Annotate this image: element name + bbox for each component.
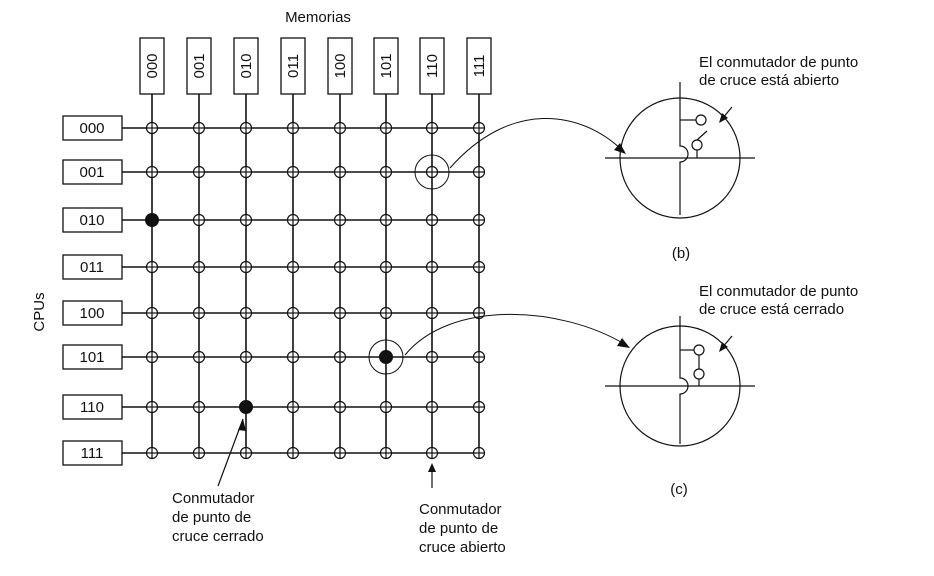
cpu-box-0	[62, 115, 123, 141]
memory-label-7: 111	[471, 55, 488, 78]
crosspoint-switches	[145, 121, 486, 460]
connector-arc-c	[404, 313, 627, 356]
closed-switch	[239, 400, 253, 414]
detail-b-tag: (b)	[672, 245, 690, 262]
detail-b-switch-blade	[696, 130, 708, 141]
detail-c-caption-2: de cruce está cerrado	[699, 301, 844, 318]
annotation-closed-switch: Conmutador de punto de cruce cerrado	[172, 418, 264, 545]
cpu-label-0: 000	[79, 120, 104, 137]
cpu-boxes: 000 001 010 011 100 101 110 111	[62, 115, 123, 466]
annotation-open-line-1: Conmutador	[419, 501, 502, 518]
memory-label-4: 100	[332, 53, 349, 78]
memories-title: Memorias	[285, 9, 351, 26]
memory-label-2: 010	[238, 53, 255, 78]
annotation-open-switch: Conmutador de punto de cruce abierto	[419, 463, 506, 556]
detail-b-caption-pointer-head	[719, 113, 728, 123]
closed-switch	[379, 350, 393, 364]
detail-b-vertical-line	[679, 82, 689, 215]
cpu-label-4: 100	[79, 305, 104, 322]
highlight-ring-open	[414, 154, 450, 190]
memory-box-7	[466, 37, 492, 95]
memory-label-6: 110	[424, 54, 441, 78]
highlight-ring-closed	[368, 339, 404, 375]
detail-b-switch-upper-contact	[695, 114, 707, 126]
annotation-closed-line-3: cruce cerrado	[172, 528, 264, 545]
cpu-label-2: 010	[79, 212, 104, 229]
cpu-box-1	[62, 159, 123, 185]
annotation-closed-line-2: de punto de	[172, 509, 251, 526]
memory-label-1: 001	[191, 53, 208, 78]
connector-arrowhead-b	[614, 143, 626, 154]
cpu-label-7: 111	[81, 445, 104, 462]
detail-c-closed-switch: El conmutador de punto de cruce está cer…	[605, 283, 858, 498]
memory-box-2	[233, 37, 259, 95]
detail-c-caption-pointer-head	[719, 342, 728, 352]
detail-b-caption-2: de cruce está abierto	[699, 72, 839, 89]
cpu-label-6: 110	[80, 399, 104, 416]
memory-box-5	[373, 37, 399, 95]
detail-b-switch-lower-contact	[691, 139, 703, 151]
annotation-closed-arrow	[217, 418, 244, 487]
memory-boxes: 000 001 010 011 100 101 110 111	[139, 37, 492, 95]
memory-label-0: 000	[144, 53, 161, 78]
detail-b-open-switch: El conmutador de punto de cruce está abi…	[605, 54, 858, 262]
detail-c-vertical-line	[679, 316, 689, 444]
crossbar-grid	[122, 94, 480, 454]
memory-box-4	[327, 37, 353, 95]
cpu-box-3	[62, 254, 123, 280]
cpu-box-2	[62, 207, 123, 233]
connector-arrowhead-c	[617, 338, 630, 348]
detail-c-tag: (c)	[670, 481, 688, 498]
connector-arc-b	[449, 117, 623, 169]
closed-switch	[145, 213, 159, 227]
annotation-closed-line-1: Conmutador	[172, 490, 255, 507]
detail-b-caption-1: El conmutador de punto	[699, 54, 858, 71]
annotation-closed-arrowhead	[238, 419, 246, 431]
memory-box-0	[139, 37, 165, 95]
detail-c-caption-1: El conmutador de punto	[699, 283, 858, 300]
cpus-title: CPUs	[31, 292, 48, 331]
memory-box-6	[419, 37, 445, 95]
memory-box-1	[186, 37, 212, 95]
cpu-label-5: 101	[79, 349, 104, 366]
detail-c-switch-lower-contact	[693, 368, 705, 380]
annotation-open-arrowhead	[428, 463, 436, 472]
cpu-box-6	[62, 394, 123, 420]
cpu-label-3: 011	[80, 259, 104, 276]
cpu-label-1: 001	[79, 164, 104, 181]
annotation-open-line-3: cruce abierto	[419, 539, 506, 556]
annotation-open-line-2: de punto de	[419, 520, 498, 537]
memory-box-3	[280, 37, 306, 95]
cpu-box-7	[62, 440, 123, 466]
cpu-box-4	[62, 300, 123, 326]
memory-label-5: 101	[378, 53, 395, 78]
memory-label-3: 011	[285, 54, 302, 78]
cpu-box-5	[62, 344, 123, 370]
detail-c-switch-upper-contact	[693, 344, 705, 356]
